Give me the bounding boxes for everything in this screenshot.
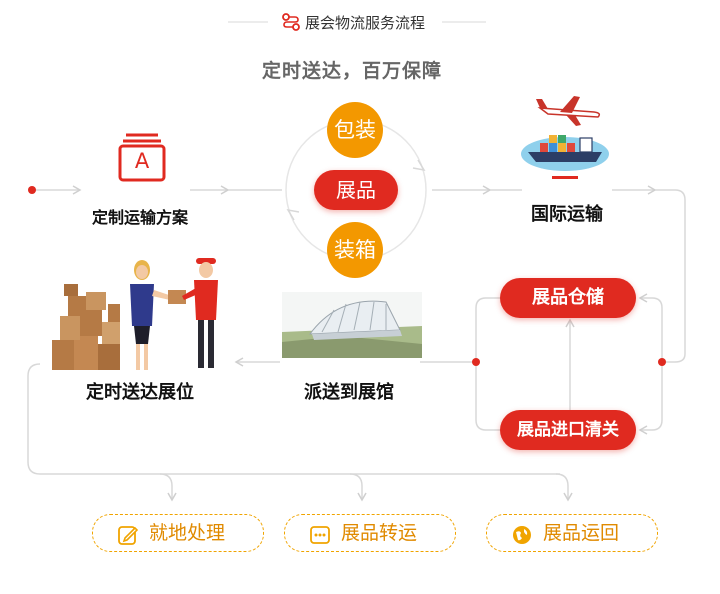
route-icon bbox=[281, 12, 301, 32]
step-international-transport: 国际运输 bbox=[531, 204, 603, 225]
step-deliver-to-venue: 派送到展馆 bbox=[304, 382, 394, 403]
plan-icon-letter: A bbox=[134, 149, 150, 173]
plan-document-icon: A bbox=[118, 132, 168, 184]
header-title: 展会物流服务流程 bbox=[305, 14, 426, 32]
step-import-customs: 展品进口清关 bbox=[500, 410, 636, 450]
edit-icon bbox=[117, 522, 139, 545]
cycle-boxing: 装箱 bbox=[327, 222, 383, 278]
cycle-exhibits: 展品 bbox=[314, 170, 398, 210]
option-exhibit-return[interactable]: 展品运回 bbox=[486, 514, 658, 552]
option-label: 展品运回 bbox=[543, 522, 620, 544]
subtitle: 定时送达，百万保障 bbox=[262, 60, 443, 82]
plane-ship-illustration bbox=[518, 88, 612, 180]
exhibition-hall-illustration bbox=[282, 292, 422, 358]
delivery-handover-illustration bbox=[50, 256, 234, 374]
step-custom-plan: 定制运输方案 bbox=[92, 208, 189, 227]
step-timely-to-booth: 定时送达展位 bbox=[86, 382, 194, 403]
transfer-icon bbox=[309, 522, 331, 544]
cycle-packaging: 包装 bbox=[327, 102, 383, 158]
option-exhibit-transfer[interactable]: 展品转运 bbox=[284, 514, 456, 552]
globe-return-icon bbox=[511, 522, 533, 544]
option-local-disposal[interactable]: 就地处理 bbox=[92, 514, 264, 552]
step-exhibit-storage: 展品仓储 bbox=[500, 278, 636, 318]
option-label: 就地处理 bbox=[149, 522, 226, 544]
option-label: 展品转运 bbox=[341, 522, 418, 544]
